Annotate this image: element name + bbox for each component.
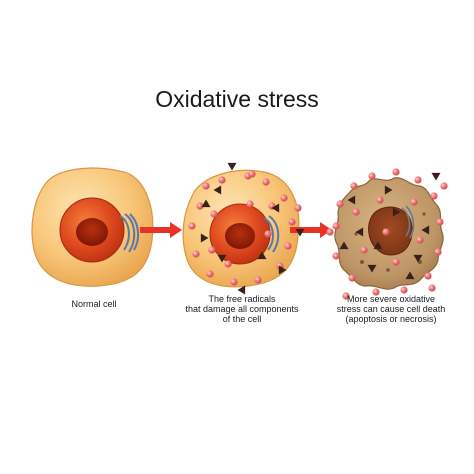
free-radical-sphere [210,210,218,218]
reactive-species-triangles [200,162,441,295]
free-radical-sphere [288,218,296,226]
reactive-species-triangle [227,162,237,171]
radical-cell-nucleolus [225,223,255,249]
free-radical-sphere [436,218,444,226]
normal-cell-nucleolus [76,218,108,246]
free-radical-sphere [372,288,380,296]
reactive-species-triangle [201,199,211,208]
free-radical-sphere [202,182,210,190]
free-radical-sphere [392,168,400,176]
reactive-species-triangle [271,203,280,213]
normal-cell-golgi [119,213,140,253]
free-radical-sphere [224,260,232,268]
reactive-species-triangle [384,185,393,195]
reactive-species-triangle [405,271,415,280]
arrow-radical-to-dying [290,222,332,238]
free-radical-sphere [424,272,432,280]
dying-cell-nucleus [368,206,413,256]
free-radical-sphere [410,198,418,206]
caption-radicals-line-3: of the cell [222,314,262,324]
free-radical-sphere [332,222,340,230]
dying-cell-debris [354,212,426,272]
reactive-species-triangle [347,195,356,205]
reactive-species-triangle [200,233,209,243]
free-radical-sphere [246,200,254,208]
free-radical-sphere [360,246,368,254]
free-radical-sphere [350,182,358,190]
caption-death-line-3: (apoptosis or necrosis) [345,314,437,324]
free-radical-sphere [400,286,408,294]
free-radical-sphere [218,176,226,184]
free-radical-sphere [208,246,216,254]
caption-death-line-1: More severe oxidative [346,294,436,304]
reactive-species-triangle [217,254,227,263]
reactive-species-triangle [355,227,364,237]
free-radical-sphere [416,236,424,244]
reactive-species-triangle [213,185,222,195]
normal-cell [31,167,154,287]
free-radical-sphere [336,200,344,208]
free-radicals [188,168,448,300]
reactive-species-triangle [295,228,305,237]
reactive-species-triangle [367,264,377,273]
free-radical-sphere [376,196,384,204]
free-radical-sphere [428,284,436,292]
caption-radicals-line-1: The free radicals [208,294,276,304]
reactive-species-triangle [392,207,401,217]
free-radical-sphere [284,242,292,250]
reactive-species-triangle [421,225,430,235]
caption-death-line-2: stress can cause cell death [336,304,446,314]
caption-free-radicals: The free radicals that damage all compon… [180,294,304,324]
dying-cell-golgi [401,205,415,239]
caption-normal-line: Normal cell [71,299,117,309]
free-radical-sphere [196,202,204,210]
free-radical-sphere [368,172,376,180]
free-radical-sphere [348,274,356,282]
caption-cell-death: More severe oxidative stress can cause c… [324,294,458,324]
caption-normal-cell: Normal cell [44,299,144,309]
reactive-species-triangle [278,265,287,275]
free-radical-sphere [414,176,422,184]
free-radical-sphere [280,194,288,202]
free-radical-sphere [264,230,272,238]
reactive-species-triangle [413,254,423,263]
free-radical-sphere [326,228,334,236]
caption-radicals-line-2: that damage all components [185,304,299,314]
free-radical-sphere [230,278,238,286]
radical-cell-golgi [263,215,280,253]
free-radical-sphere [332,252,340,260]
free-radical-sphere [294,204,302,212]
free-radical-sphere [382,228,390,236]
free-radical-sphere [248,170,256,178]
free-radical-sphere [206,270,214,278]
free-radical-sphere [262,178,270,186]
free-radical-sphere [192,250,200,258]
free-radical-sphere [430,192,438,200]
reactive-species-triangle [237,285,246,295]
free-radical-sphere [254,276,262,284]
free-radical-sphere [188,222,196,230]
reactive-species-triangle [257,251,267,260]
free-radical-sphere [392,258,400,266]
free-radical-sphere [440,182,448,190]
reactive-species-triangle [431,172,441,181]
free-radical-sphere [434,248,442,256]
reactive-species-triangle [339,241,349,250]
diagram-title: Oxidative stress [155,86,319,112]
arrow-normal-to-radical [140,222,182,238]
free-radical-sphere [342,292,350,300]
reactive-species-triangle [373,241,383,250]
free-radical-sphere [352,208,360,216]
